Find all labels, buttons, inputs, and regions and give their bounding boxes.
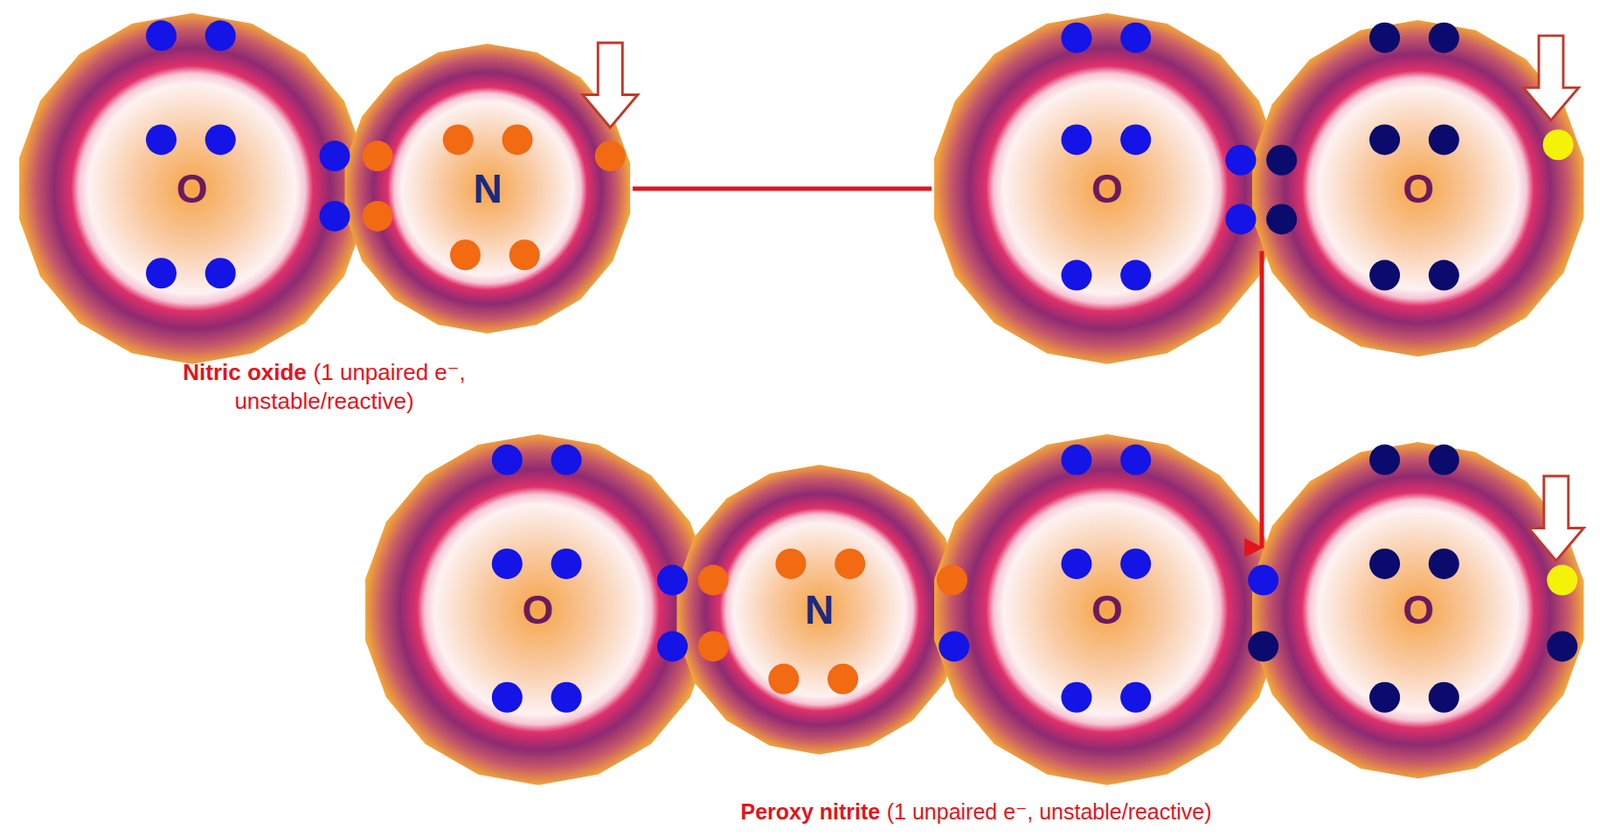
electron-dot bbox=[1428, 548, 1460, 580]
atom-circle: O bbox=[1249, 20, 1587, 357]
element-symbol: O bbox=[1091, 168, 1123, 209]
electron-dot bbox=[657, 565, 688, 596]
element-symbol: O bbox=[1402, 168, 1434, 209]
electron-dot bbox=[595, 140, 626, 172]
electron-dot bbox=[1428, 124, 1460, 155]
electron-dot bbox=[1120, 260, 1151, 291]
electron-dot bbox=[450, 239, 481, 271]
electron-dot bbox=[1060, 682, 1092, 714]
electron-dot bbox=[205, 257, 236, 289]
atom-circle: N bbox=[342, 43, 633, 334]
element-symbol: N bbox=[473, 168, 503, 209]
electron-dot bbox=[1428, 22, 1460, 54]
atom-shell-shape bbox=[934, 434, 1281, 786]
electron-dot bbox=[491, 682, 523, 714]
electron-dot bbox=[1225, 145, 1256, 176]
electron-dot bbox=[698, 565, 729, 596]
electron-dot bbox=[362, 200, 394, 232]
electron-dot bbox=[1225, 203, 1256, 235]
atom-shell-shape bbox=[676, 464, 963, 755]
electron-dot bbox=[509, 239, 541, 271]
electron-dot bbox=[1120, 548, 1151, 580]
electron-dot bbox=[1060, 260, 1092, 291]
electron-dot bbox=[145, 20, 177, 51]
atom-shell-shape bbox=[345, 43, 631, 334]
electron-dot bbox=[1369, 260, 1400, 291]
electron-dot bbox=[1369, 682, 1400, 714]
electron-dot bbox=[205, 124, 236, 155]
electron-dot bbox=[1247, 565, 1279, 596]
atom-shell-shape bbox=[1252, 20, 1584, 357]
electron-dot bbox=[1546, 630, 1578, 662]
electron-dot bbox=[362, 140, 394, 172]
atom-shell-shape bbox=[934, 13, 1281, 365]
atom-circle: O bbox=[362, 434, 714, 786]
electron-dot bbox=[502, 124, 534, 155]
electron-dot bbox=[491, 444, 523, 476]
atom-circle: O bbox=[931, 434, 1283, 786]
electron-dot bbox=[1428, 682, 1460, 714]
electron-dot bbox=[1120, 124, 1151, 155]
electron-dot bbox=[205, 20, 236, 51]
electron-dot bbox=[145, 124, 177, 155]
electron-dot bbox=[1369, 124, 1400, 155]
electron-dot bbox=[698, 630, 729, 662]
electron-dot bbox=[1060, 124, 1092, 155]
electron-dot bbox=[657, 630, 688, 662]
electron-dot bbox=[551, 444, 582, 476]
electron-dot bbox=[1428, 444, 1460, 476]
electron-dot bbox=[1060, 444, 1092, 476]
electron-dot bbox=[1247, 630, 1279, 662]
element-symbol: O bbox=[176, 168, 208, 209]
electron-dot bbox=[775, 548, 806, 580]
electron-dot bbox=[936, 565, 968, 596]
electron-dot bbox=[551, 548, 582, 580]
electron-dot bbox=[318, 200, 350, 232]
unpaired-electron bbox=[1543, 129, 1574, 160]
caption-box: Peroxy nitrite(1 unpaired e⁻, unstable/r… bbox=[539, 798, 1413, 826]
electron-dot bbox=[145, 257, 177, 289]
element-symbol: N bbox=[804, 589, 834, 631]
atom-shell-shape bbox=[19, 13, 366, 365]
molecule-name: Nitric oxide bbox=[182, 359, 307, 386]
electron-dot bbox=[1060, 22, 1092, 54]
atom-circle: O bbox=[931, 13, 1283, 365]
element-symbol: O bbox=[1402, 589, 1434, 631]
caption-box: Nitric oxide(1 unpaired e⁻, unstable/rea… bbox=[136, 358, 513, 416]
unpaired-electron bbox=[1546, 565, 1578, 596]
atom-circle: O bbox=[1249, 442, 1587, 779]
electron-dot bbox=[491, 548, 523, 580]
molecule-note: (1 unpaired e⁻, unstable/reactive) bbox=[886, 799, 1213, 825]
element-symbol: O bbox=[521, 589, 554, 631]
electron-dot bbox=[318, 140, 350, 172]
element-symbol: O bbox=[1091, 589, 1123, 631]
reaction-connector bbox=[632, 187, 932, 192]
electron-dot bbox=[768, 664, 799, 695]
molecule-name: Peroxy nitrite bbox=[740, 799, 880, 825]
electron-dot bbox=[1120, 682, 1151, 714]
electron-dot bbox=[1266, 203, 1297, 235]
electron-dot bbox=[1266, 145, 1297, 176]
atom-shell-shape bbox=[365, 434, 712, 786]
electron-dot bbox=[551, 682, 582, 714]
electron-dot bbox=[1120, 444, 1151, 476]
electron-dot bbox=[827, 664, 859, 695]
electron-dot bbox=[1369, 444, 1400, 476]
atom-circle: O bbox=[16, 13, 368, 365]
atom-shell-shape bbox=[1252, 442, 1584, 779]
electron-dot bbox=[834, 548, 866, 580]
electron-dot bbox=[1369, 548, 1400, 580]
reaction-connector bbox=[1259, 250, 1264, 548]
electron-dot bbox=[1120, 22, 1151, 54]
electron-dot bbox=[1428, 260, 1460, 291]
electron-dot bbox=[1369, 22, 1400, 54]
electron-dot bbox=[938, 630, 970, 662]
atom-circle: N bbox=[674, 464, 965, 755]
electron-dot bbox=[1060, 548, 1092, 580]
electron-dot bbox=[443, 124, 474, 155]
